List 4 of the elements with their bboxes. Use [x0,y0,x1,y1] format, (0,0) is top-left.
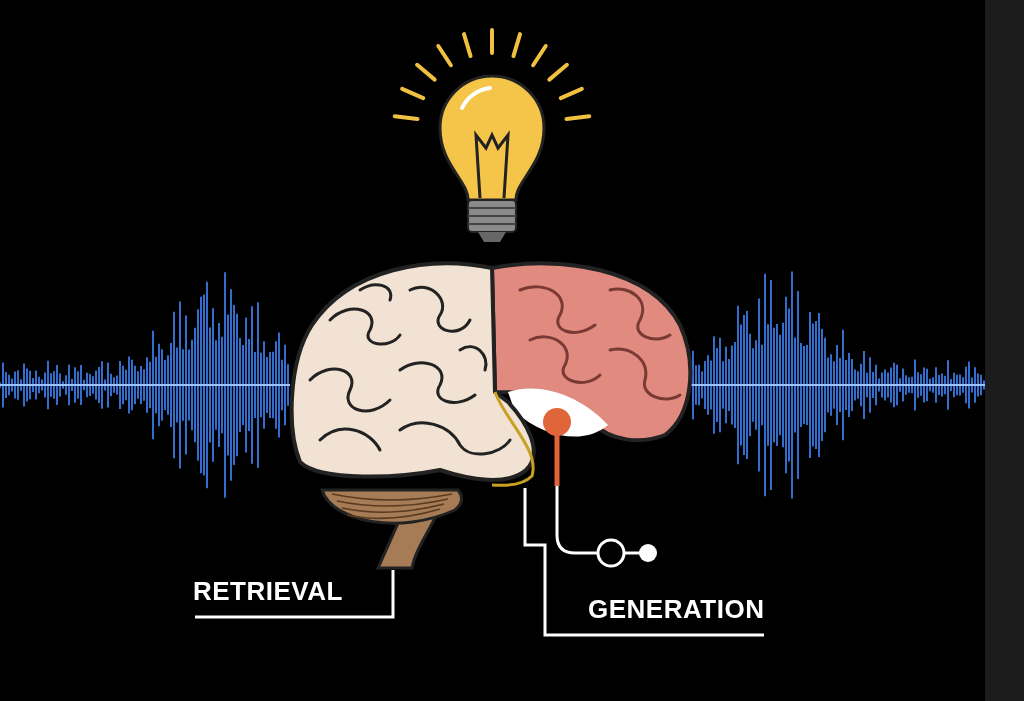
leader-line [523,488,764,637]
section-label: GENERATION [588,594,766,625]
leader-line [195,570,395,619]
section-label: RETRIEVAL [193,576,344,607]
